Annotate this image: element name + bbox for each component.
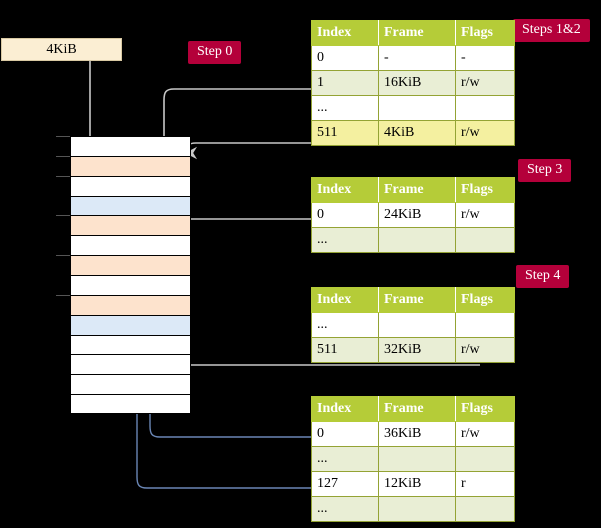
table-cell: - [378, 45, 456, 71]
memory-row-tick [56, 294, 70, 296]
table-cell: 12KiB [378, 471, 456, 497]
table-row: 0-- [311, 45, 515, 71]
memory-row-tick [56, 175, 70, 177]
table-cell: r/w [455, 202, 515, 228]
column-header-flags: Flags [455, 396, 515, 422]
column-header-index: Index [311, 287, 379, 313]
page-box-4kib: 4KiB [1, 38, 122, 61]
column-header-index: Index [311, 177, 379, 203]
table-cell [455, 446, 515, 472]
table-cell [455, 95, 515, 121]
memory-frame-row [70, 275, 191, 295]
table-cell: 127 [311, 471, 379, 497]
memory-frame-row [70, 334, 191, 355]
memory-frame-row [70, 175, 191, 196]
page-box-label: 4KiB [46, 41, 77, 57]
table-cell: 1 [311, 70, 379, 96]
table-cell: 24KiB [378, 202, 456, 228]
memory-row-tick [56, 255, 70, 257]
table-cell: ... [311, 446, 379, 472]
table-cell [455, 227, 515, 253]
step-badge-step-0: Step 0 [188, 41, 242, 64]
table-cell: 4KiB [378, 120, 456, 146]
column-header-frame: Frame [378, 396, 456, 422]
memory-frame-row [70, 215, 191, 236]
table-row: ... [311, 227, 515, 253]
column-header-frame: Frame [378, 287, 456, 313]
table-cell: 0 [311, 421, 379, 447]
table-row: ... [311, 446, 515, 472]
table-cell: 511 [311, 337, 379, 363]
table-cell [378, 446, 456, 472]
memory-frame-row [70, 136, 191, 156]
table-cell [378, 312, 456, 338]
table-cell: r [455, 471, 515, 497]
table-cell: 0 [311, 45, 379, 71]
column-header-flags: Flags [455, 20, 515, 46]
table-cell: 511 [311, 120, 379, 146]
table-cell: ... [311, 312, 379, 338]
table-cell: r/w [455, 421, 515, 447]
column-header-index: Index [311, 396, 379, 422]
memory-frame-row [70, 235, 191, 256]
column-header-frame: Frame [378, 177, 456, 203]
table-cell: r/w [455, 120, 515, 146]
table-cell [378, 496, 456, 522]
step-badge-step-3: Step 3 [518, 159, 572, 182]
step-badge-steps-1-2: Steps 1&2 [513, 19, 590, 42]
table-cell: r/w [455, 337, 515, 363]
table-cell: ... [311, 496, 379, 522]
table-cell: 32KiB [378, 337, 456, 363]
table-row: ... [311, 95, 515, 121]
table-cell [378, 95, 456, 121]
memory-frame-row [70, 255, 191, 275]
table-cell: ... [311, 227, 379, 253]
physical-memory-column [56, 136, 191, 414]
table-cell: 16KiB [378, 70, 456, 96]
memory-frame-row [70, 195, 191, 216]
table-cell: 36KiB [378, 421, 456, 447]
table-cell [378, 227, 456, 253]
memory-row-tick [56, 215, 70, 217]
column-header-flags: Flags [455, 287, 515, 313]
table-row: ... [311, 312, 515, 338]
memory-frame-row [70, 155, 191, 176]
step-badge-step-4: Step 4 [516, 265, 570, 288]
memory-frame-row [70, 374, 191, 395]
table-cell: r/w [455, 70, 515, 96]
memory-row-tick [56, 136, 70, 137]
column-header-flags: Flags [455, 177, 515, 203]
column-header-index: Index [311, 20, 379, 46]
table-cell: ... [311, 95, 379, 121]
memory-frame-row [70, 294, 191, 315]
column-header-frame: Frame [378, 20, 456, 46]
memory-row-tick [56, 155, 70, 157]
table-row: ... [311, 496, 515, 522]
table-cell: 0 [311, 202, 379, 228]
memory-frame-row [70, 394, 191, 414]
table-cell [455, 496, 515, 522]
memory-frame-row [70, 354, 191, 375]
table-cell: - [455, 45, 515, 71]
table-cell [455, 312, 515, 338]
memory-frame-row [70, 314, 191, 335]
